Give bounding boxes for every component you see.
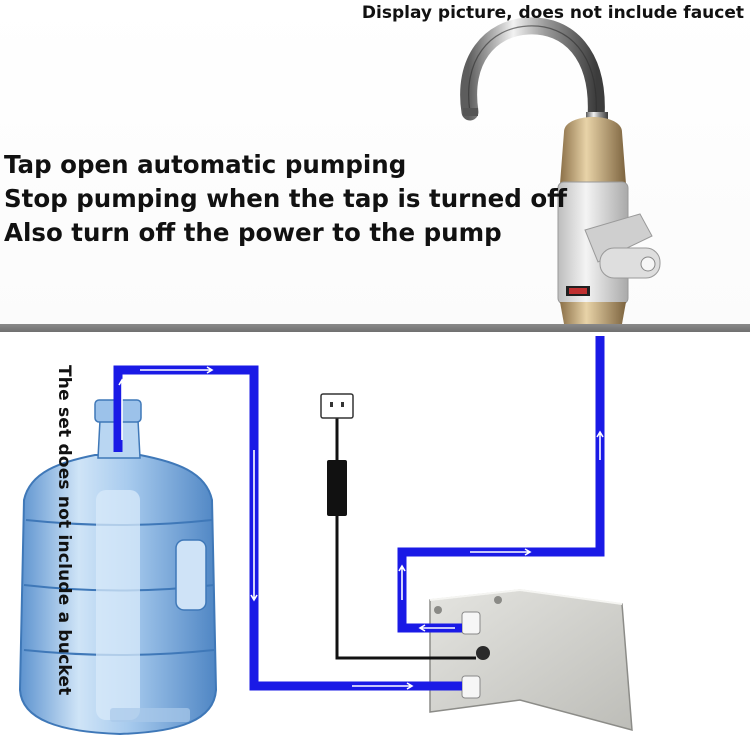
feature-line: Also turn off the power to the pump — [4, 218, 502, 247]
faucet-icon — [460, 17, 661, 324]
divider-bar — [0, 324, 750, 332]
inline-switch-icon — [327, 460, 347, 516]
water-bottle-icon — [18, 399, 218, 736]
feature-line: Stop pumping when the tap is turned off — [4, 184, 568, 213]
power-plug-icon — [320, 393, 354, 419]
feature-line: Tap open automatic pumping — [4, 150, 407, 179]
disclaimer-caption: Display picture, does not include faucet — [361, 3, 744, 23]
bucket-note: The set does not include a bucket — [54, 365, 74, 696]
flow-arrows — [118, 366, 604, 690]
power-cable — [335, 414, 476, 660]
pump-unit-icon — [429, 588, 633, 731]
feature-list: Tap open automatic pumping Stop pumping … — [4, 148, 567, 250]
